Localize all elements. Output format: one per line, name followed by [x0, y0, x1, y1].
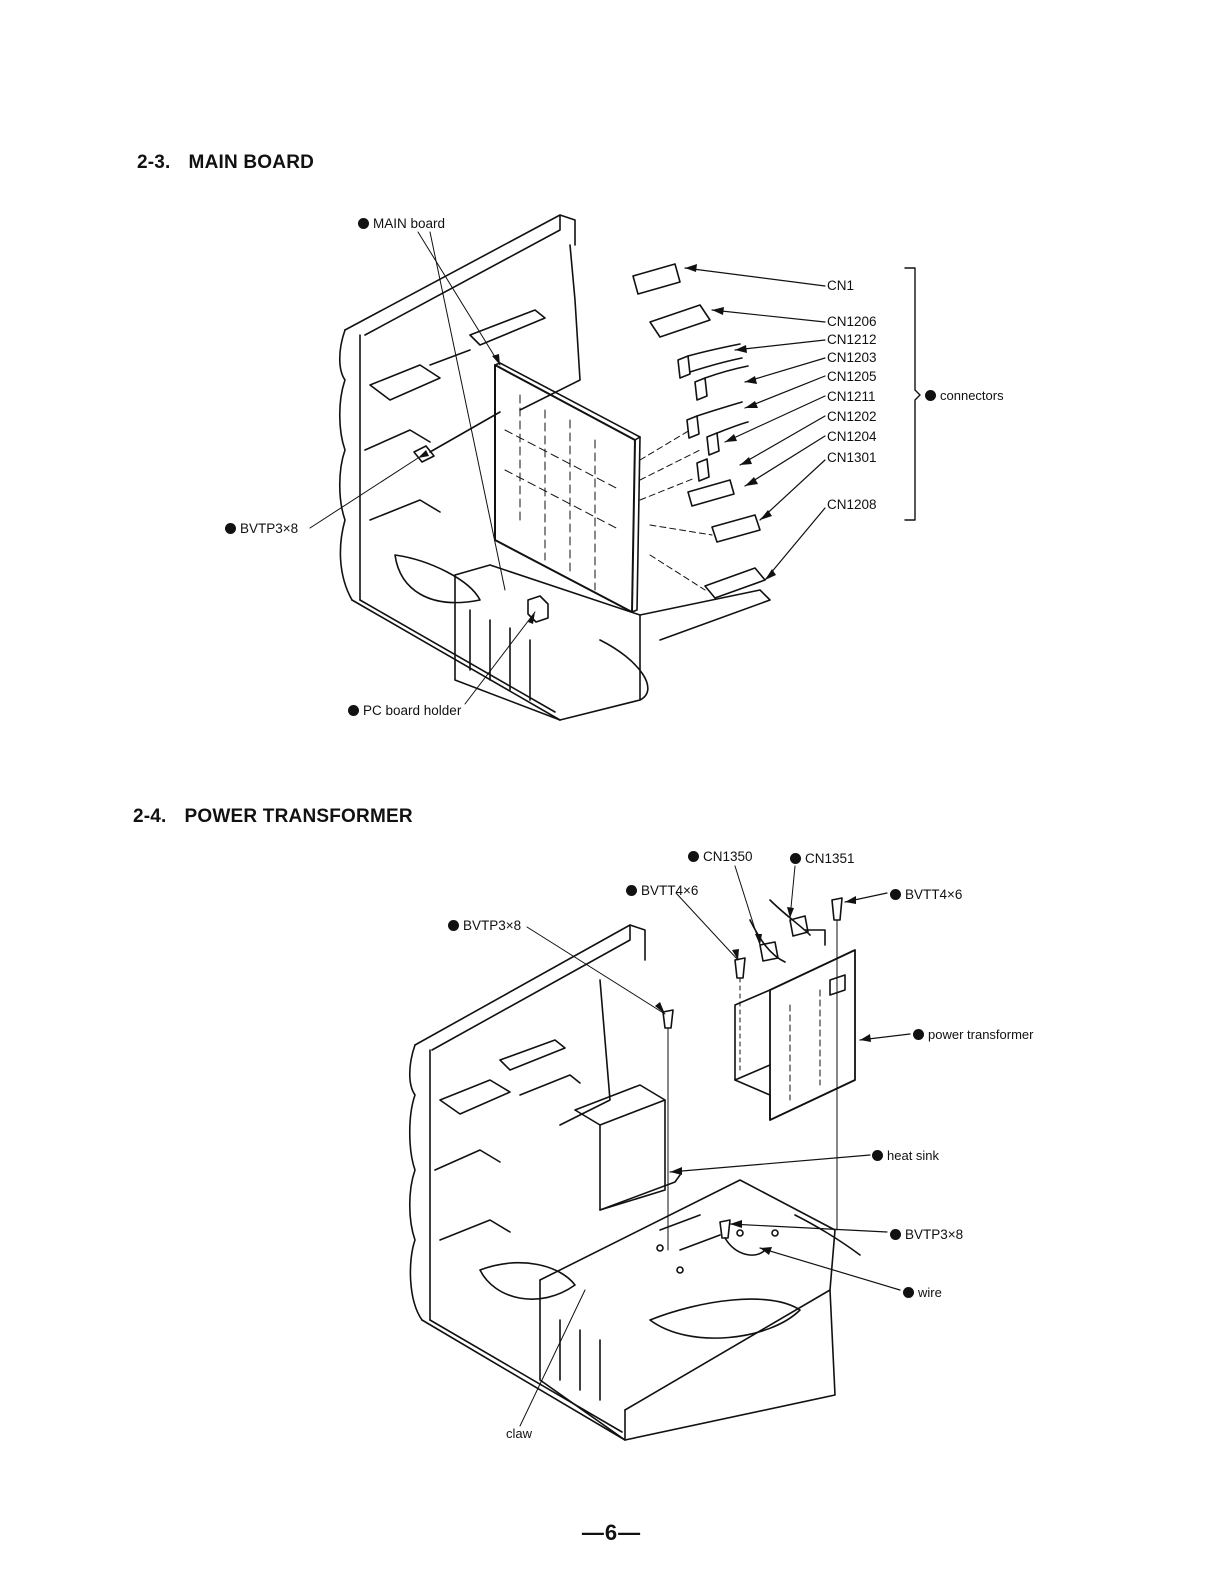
- step-marker-icon: [913, 1029, 924, 1040]
- power-transformer-exploded-diagram: [0, 0, 1223, 1500]
- step-marker-icon: [903, 1287, 914, 1298]
- wire-label: wire: [903, 1285, 942, 1300]
- screw-bvtt-left-label: BVTT4×6: [626, 883, 698, 898]
- screw-bvtt-right-label: BVTT4×6: [890, 887, 962, 902]
- step-marker-icon: [890, 1229, 901, 1240]
- page-number: —6—: [0, 1520, 1223, 1546]
- step-marker-icon: [448, 920, 459, 931]
- step-marker-icon: [890, 889, 901, 900]
- heat-sink-label: heat sink: [872, 1148, 939, 1163]
- cn1351-label: CN1351: [790, 851, 855, 866]
- screw-bvtp-right-label: BVTP3×8: [890, 1227, 963, 1242]
- screw-bvtp-top-label: BVTP3×8: [448, 918, 521, 933]
- step-marker-icon: [688, 851, 699, 862]
- step-marker-icon: [872, 1150, 883, 1161]
- power-transformer-label: power transformer: [913, 1027, 1033, 1042]
- cn1350-label: CN1350: [688, 849, 753, 864]
- step-marker-icon: [626, 885, 637, 896]
- step-marker-icon: [790, 853, 801, 864]
- claw-label: claw: [506, 1426, 532, 1441]
